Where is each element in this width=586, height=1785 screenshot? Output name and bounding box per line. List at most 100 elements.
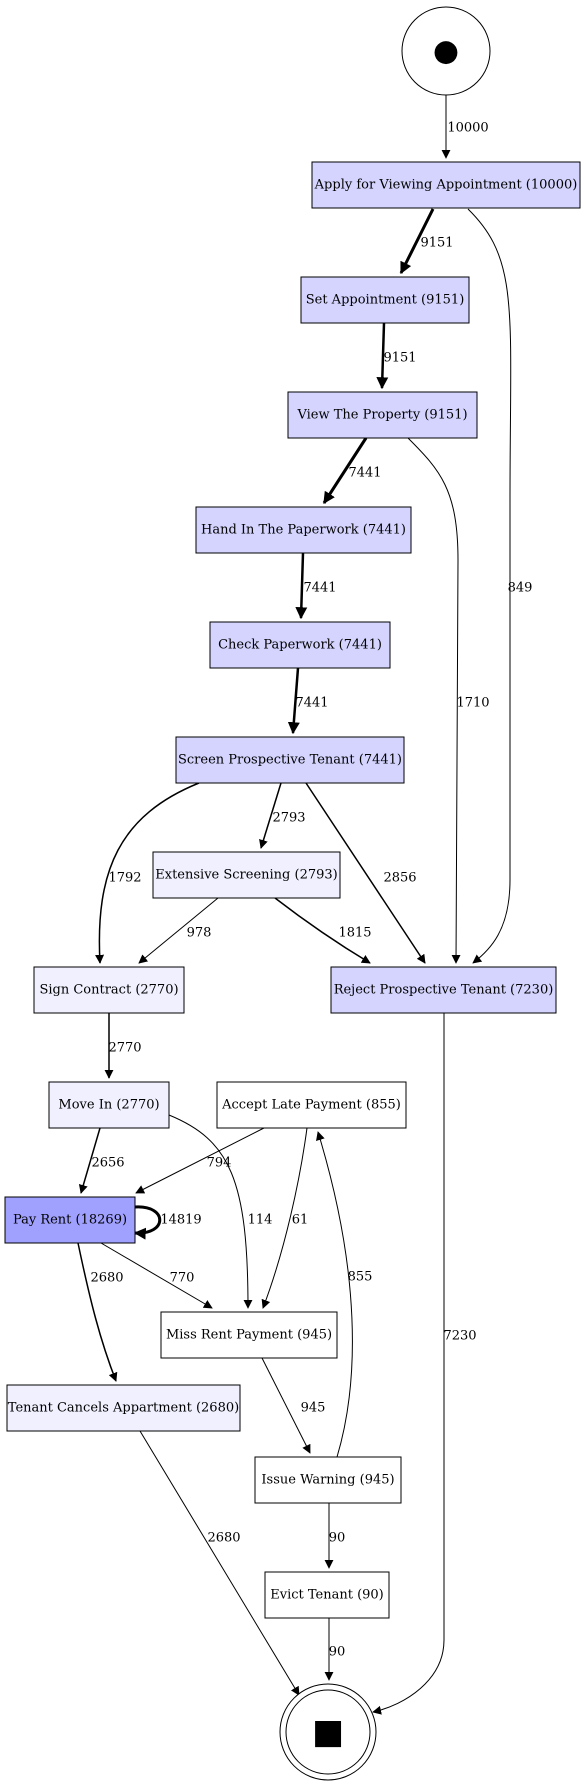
edge-screen-extensive[interactable]: 2793: [259, 782, 306, 849]
activity-node-view[interactable]: View The Property (9151): [287, 391, 478, 439]
activity-node-sign[interactable]: Sign Contract (2770): [33, 966, 185, 1014]
edge-miss-warn[interactable]: 945: [261, 1357, 326, 1454]
activity-label: Check Paperwork (7441): [218, 638, 382, 653]
edge-line: [376, 322, 389, 390]
edge-extensive-reject[interactable]: 1815: [274, 897, 372, 964]
activity-label: Set Appointment (9151): [306, 293, 465, 308]
activity-label: Extensive Screening (2793): [155, 868, 337, 883]
edge-label: 770: [170, 1271, 195, 1286]
activity-node-payrent[interactable]: Pay Rent (18269): [4, 1196, 136, 1244]
edge-handin-check[interactable]: 7441: [295, 552, 337, 620]
edge-label: 2770: [108, 1041, 141, 1056]
activity-node-apply[interactable]: Apply for Viewing Appointment (10000): [311, 161, 581, 209]
activity-box: [287, 391, 478, 439]
edge-label: 14819: [160, 1213, 201, 1228]
edge-label: 849: [508, 581, 533, 596]
activity-node-acceptlate[interactable]: Accept Late Payment (855): [216, 1081, 407, 1129]
edge-line: [322, 437, 368, 505]
activity-box: [6, 1384, 241, 1432]
edge-line: [261, 1357, 311, 1454]
edge-apply-set[interactable]: 9151: [399, 208, 454, 275]
activity-box: [4, 1196, 136, 1244]
edge-extensive-sign[interactable]: 978: [138, 897, 219, 964]
edge-sign-movein[interactable]: 2770: [104, 1013, 142, 1079]
edge-screen-reject[interactable]: 2856: [305, 782, 426, 964]
edge-label: 855: [348, 1270, 373, 1285]
edge-label: 794: [207, 1156, 232, 1171]
edge-view-reject[interactable]: 1710: [407, 437, 490, 964]
edge-screen-sign[interactable]: 1792: [95, 782, 200, 964]
start-event-icon: ●: [433, 34, 459, 69]
edge-line: [168, 1114, 253, 1309]
edge-cancel-end[interactable]: 2680: [139, 1430, 300, 1696]
edge-line: [274, 897, 371, 964]
activity-node-cancel[interactable]: Tenant Cancels Appartment (2680): [6, 1384, 241, 1432]
activity-box: [160, 1311, 338, 1359]
edge-check-screen[interactable]: 7441: [287, 667, 329, 735]
edge-reject-end[interactable]: 7230: [372, 1013, 477, 1715]
edge-label: 7441: [303, 581, 336, 596]
activity-label: Pay Rent (18269): [13, 1213, 127, 1228]
activity-node-evict[interactable]: Evict Tenant (90): [264, 1571, 390, 1619]
activity-node-screen[interactable]: Screen Prospective Tenant (7441): [175, 736, 405, 784]
edge-label: 945: [301, 1401, 326, 1416]
edge-label: 7441: [348, 466, 381, 481]
edge-line: [95, 782, 200, 964]
start-event[interactable]: ●: [401, 6, 491, 96]
edge-line: [259, 782, 282, 849]
edge-warn-acceptlate[interactable]: 855: [316, 1131, 373, 1458]
activity-box: [152, 851, 341, 899]
edge-label: 61: [292, 1213, 309, 1228]
activity-label: Evict Tenant (90): [270, 1588, 384, 1603]
activity-box: [209, 621, 391, 669]
edge-line: [77, 1242, 118, 1382]
activity-node-miss[interactable]: Miss Rent Payment (945): [160, 1311, 338, 1359]
edge-label: 2680: [207, 1531, 240, 1546]
end-event[interactable]: ■: [279, 1683, 377, 1781]
edge-apply-reject[interactable]: 849: [467, 208, 533, 964]
edge-label: 7441: [295, 696, 328, 711]
edge-label: 2856: [383, 871, 416, 886]
edge-payrent-payrent[interactable]: 14819: [133, 1205, 202, 1240]
activity-node-extensive[interactable]: Extensive Screening (2793): [152, 851, 341, 899]
edge-evict-end[interactable]: 90: [324, 1618, 346, 1681]
activity-node-check[interactable]: Check Paperwork (7441): [209, 621, 391, 669]
activity-label: Reject Prospective Tenant (7230): [334, 983, 554, 998]
activity-box: [254, 1456, 402, 1504]
edge-payrent-cancel[interactable]: 2680: [77, 1242, 124, 1382]
edge-line: [261, 1127, 308, 1309]
nodes: Apply for Viewing Appointment (10000) Set…: [4, 161, 581, 1619]
activity-box: [175, 736, 405, 784]
edge-line: [305, 782, 426, 964]
edge-label: 9151: [383, 351, 416, 366]
edge-view-handin[interactable]: 7441: [322, 437, 382, 505]
edge-line: [133, 1205, 162, 1240]
edge-label: 114: [248, 1213, 273, 1228]
activity-node-movein[interactable]: Move In (2770): [48, 1081, 170, 1129]
activity-node-warn[interactable]: Issue Warning (945): [254, 1456, 402, 1504]
edge-label: 1815: [338, 926, 371, 941]
end-event-icon: ■: [312, 1712, 344, 1752]
edge-line: [407, 437, 461, 964]
activity-box: [311, 161, 581, 209]
edge-label: 7230: [443, 1329, 476, 1344]
activity-box: [264, 1571, 390, 1619]
edge-line: [372, 1013, 445, 1715]
edge-set-view[interactable]: 9151: [376, 322, 417, 390]
edge-movein-payrent[interactable]: 2656: [78, 1127, 125, 1194]
activity-node-set[interactable]: Set Appointment (9151): [300, 276, 470, 324]
edge-payrent-miss[interactable]: 770: [100, 1242, 213, 1309]
activity-label: View The Property (9151): [296, 408, 467, 423]
edge-start-apply[interactable]: 10000: [441, 95, 489, 159]
edge-movein-miss[interactable]: 114: [168, 1114, 273, 1309]
edge-label: 1792: [108, 871, 141, 886]
activity-label: Move In (2770): [58, 1098, 159, 1113]
edge-warn-evict[interactable]: 90: [324, 1503, 346, 1569]
edge-line: [138, 897, 219, 964]
edge-label: 90: [329, 1531, 346, 1546]
activity-node-handin[interactable]: Hand In The Paperwork (7441): [195, 506, 412, 554]
activity-node-reject[interactable]: Reject Prospective Tenant (7230): [330, 966, 557, 1014]
edge-acceptlate-miss[interactable]: 61: [261, 1127, 309, 1309]
edge-acceptlate-payrent[interactable]: 794: [135, 1127, 265, 1194]
edge-line: [316, 1131, 353, 1458]
